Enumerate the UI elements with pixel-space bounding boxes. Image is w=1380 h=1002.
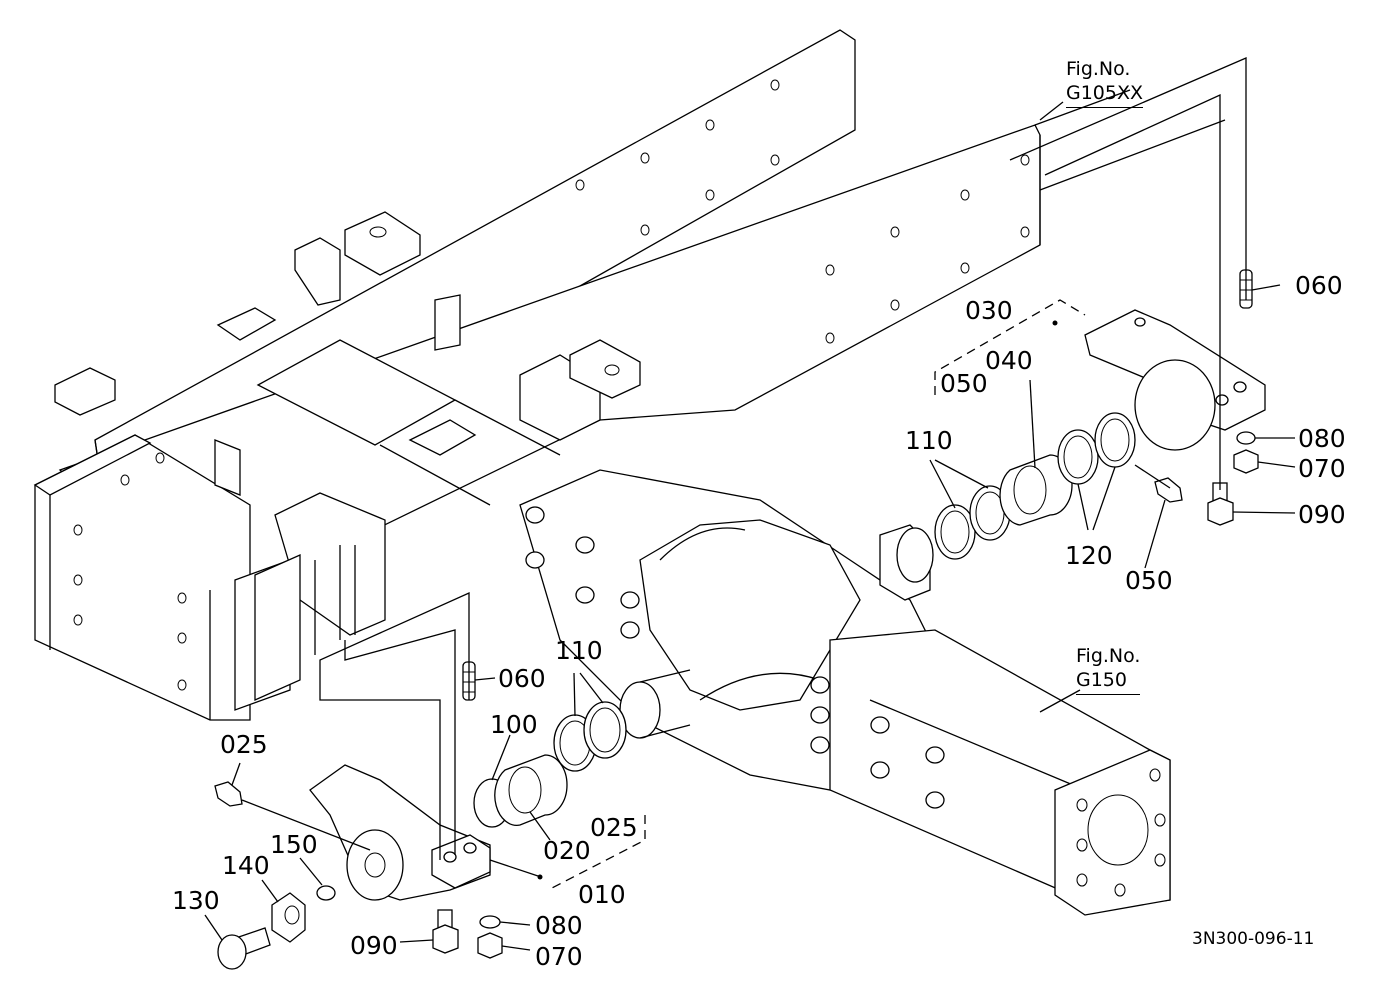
part-label-025-top: 025	[220, 730, 268, 759]
part-label-025-mid: 025	[590, 813, 638, 842]
part-label-130: 130	[172, 886, 220, 915]
leader-lines	[204, 57, 1296, 951]
front-axle	[519, 469, 1171, 916]
axle-bracket-front	[309, 764, 491, 901]
part-label-010: 010	[578, 880, 626, 909]
drawing-code: 3N300-096-11	[1192, 929, 1315, 949]
part-label-060-top: 060	[1295, 271, 1343, 300]
part-label-070-left: 070	[535, 942, 583, 971]
part-label-090-right: 090	[1298, 500, 1346, 529]
part-label-150: 150	[270, 830, 318, 859]
part-label-070-right: 070	[1298, 454, 1346, 483]
rear-bushes-and-rings	[934, 412, 1136, 560]
figure-reference-right: Fig.No. G150	[1076, 645, 1141, 695]
figure-reference-top: Fig.No. G105XX	[1066, 58, 1144, 108]
grease-nipple-050	[1154, 477, 1183, 503]
part-label-040: 040	[985, 346, 1033, 375]
part-label-090-left: 090	[350, 931, 398, 960]
figure-reference-right-line2: G150	[1076, 669, 1141, 695]
frame-holes	[73, 79, 1030, 691]
part-label-140: 140	[222, 851, 270, 880]
frame-assembly	[33, 29, 1226, 721]
part-label-110-upper: 110	[905, 426, 953, 455]
part-label-110-lower: 110	[555, 636, 603, 665]
figure-reference-right-line1: Fig.No.	[1076, 645, 1141, 667]
part-label-050-lower: 050	[1125, 566, 1173, 595]
figure-reference-top-line2: G105XX	[1066, 82, 1144, 108]
part-label-120: 120	[1065, 541, 1113, 570]
front-bushes-and-rings	[473, 701, 627, 828]
part-label-060-left: 060	[498, 664, 546, 693]
part-label-020: 020	[543, 836, 591, 865]
part-label-080-right: 080	[1298, 424, 1346, 453]
figure-reference-top-line1: Fig.No.	[1066, 58, 1131, 80]
part-label-080-left: 080	[535, 911, 583, 940]
part-label-050-upper: 050	[940, 369, 988, 398]
part-label-100: 100	[490, 710, 538, 739]
part-label-030: 030	[965, 296, 1013, 325]
